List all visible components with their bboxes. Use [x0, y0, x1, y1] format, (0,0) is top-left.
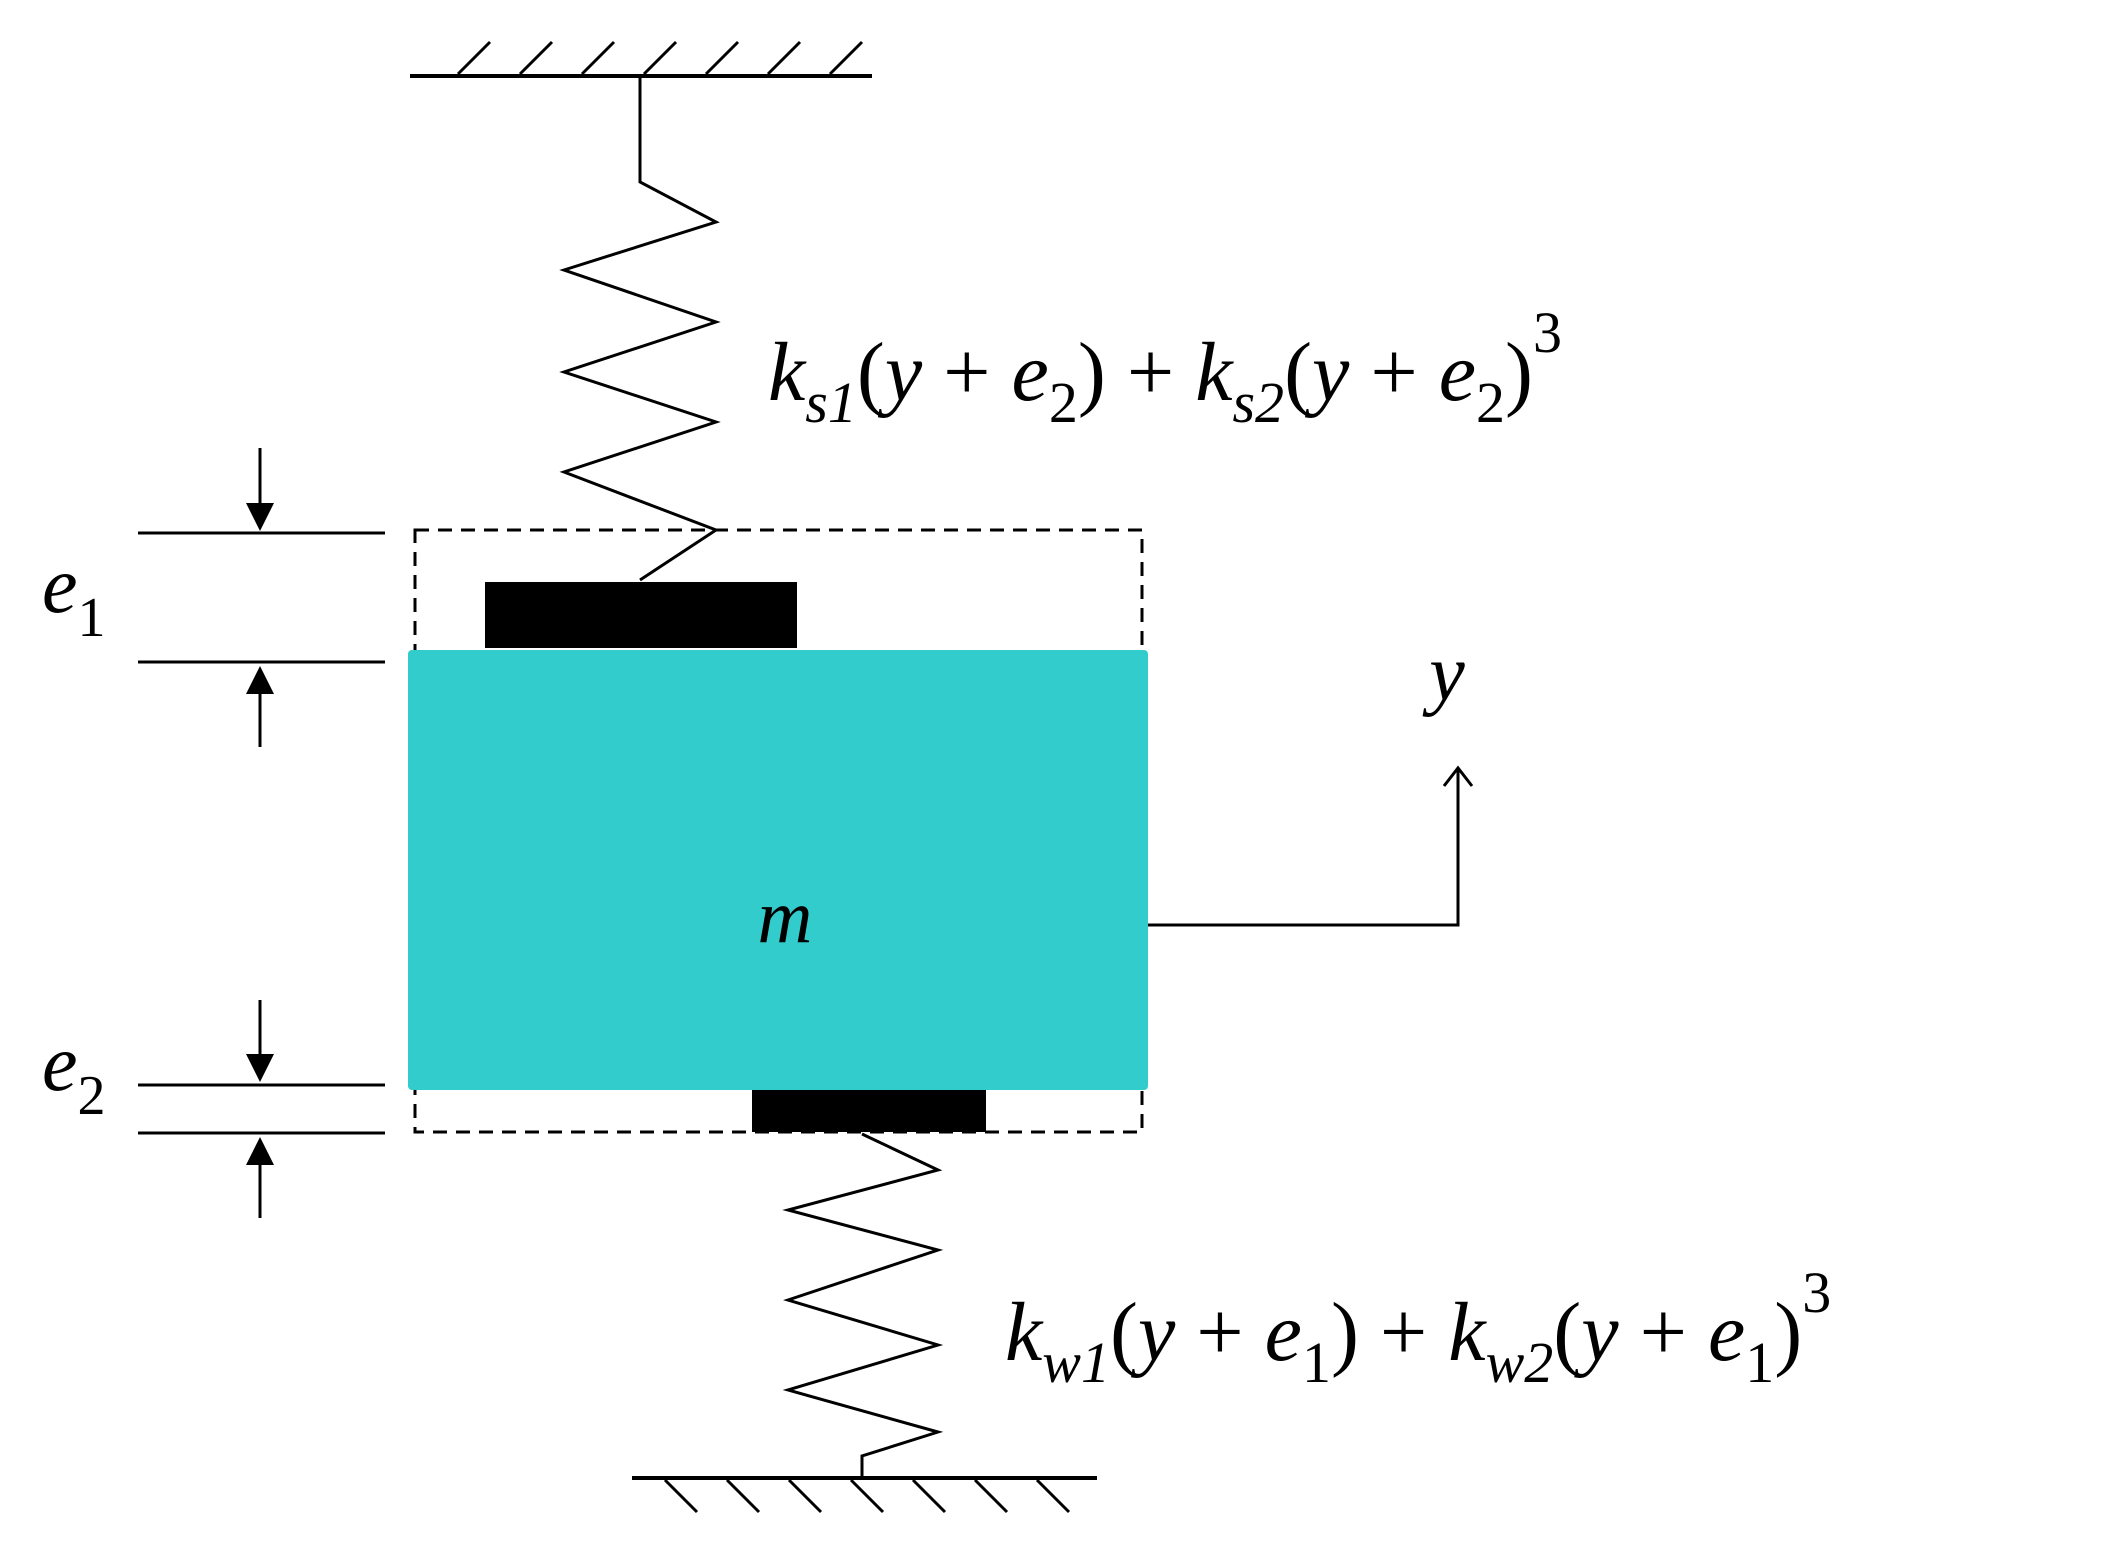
bottom-hatch-line-5 [911, 1478, 947, 1514]
top-hatch-line-7 [828, 40, 864, 76]
e1-top-arrowhead [246, 503, 274, 531]
e1-bottom-arrowhead [246, 666, 274, 694]
e2-bottom-arrowhead [246, 1137, 274, 1165]
bottom-hatch-line-3 [787, 1478, 823, 1514]
bottom-hatch-line-4 [849, 1478, 885, 1514]
upper-spring-force-formula: ks1(y + e2) + ks2(y + e2)3 [768, 300, 1562, 435]
top-hatch-line-3 [580, 40, 616, 76]
mass-block [408, 650, 1148, 1090]
lower-contact-pad [752, 1083, 986, 1132]
top-ground [410, 40, 872, 78]
bottom-ground-hatch [663, 1478, 1071, 1514]
bottom-hatch-line-6 [973, 1478, 1009, 1514]
displacement-arrowhead [1442, 765, 1474, 787]
upper-contact-pad [485, 582, 797, 648]
displacement-leader [1148, 770, 1460, 927]
e1-label: e1 [42, 542, 106, 649]
lower-spring [782, 1132, 944, 1478]
bottom-hatch-line-7 [1035, 1478, 1071, 1514]
top-hatch-line-6 [766, 40, 802, 76]
e1-dimension: e1 [42, 448, 385, 747]
e2-top-arrowhead [246, 1054, 274, 1082]
upper-spring [559, 78, 721, 582]
bottom-hatch-line-2 [725, 1478, 761, 1514]
top-hatch-line-2 [518, 40, 554, 76]
displacement-label: y [1422, 630, 1465, 718]
top-hatch-line-1 [456, 40, 492, 76]
bottom-hatch-line-1 [663, 1478, 699, 1514]
lower-spring-force-formula: kw1(y + e1) + kw2(y + e1)3 [1005, 1260, 1831, 1395]
top-hatch-line-5 [704, 40, 740, 76]
top-ground-hatch [456, 40, 864, 76]
mass-label: m [758, 875, 813, 959]
e2-dimension: e2 [42, 1000, 385, 1218]
top-hatch-line-4 [642, 40, 678, 76]
bottom-ground [632, 1476, 1097, 1514]
displacement-indicator: y [1148, 630, 1474, 927]
e2-label: e2 [42, 1020, 106, 1127]
